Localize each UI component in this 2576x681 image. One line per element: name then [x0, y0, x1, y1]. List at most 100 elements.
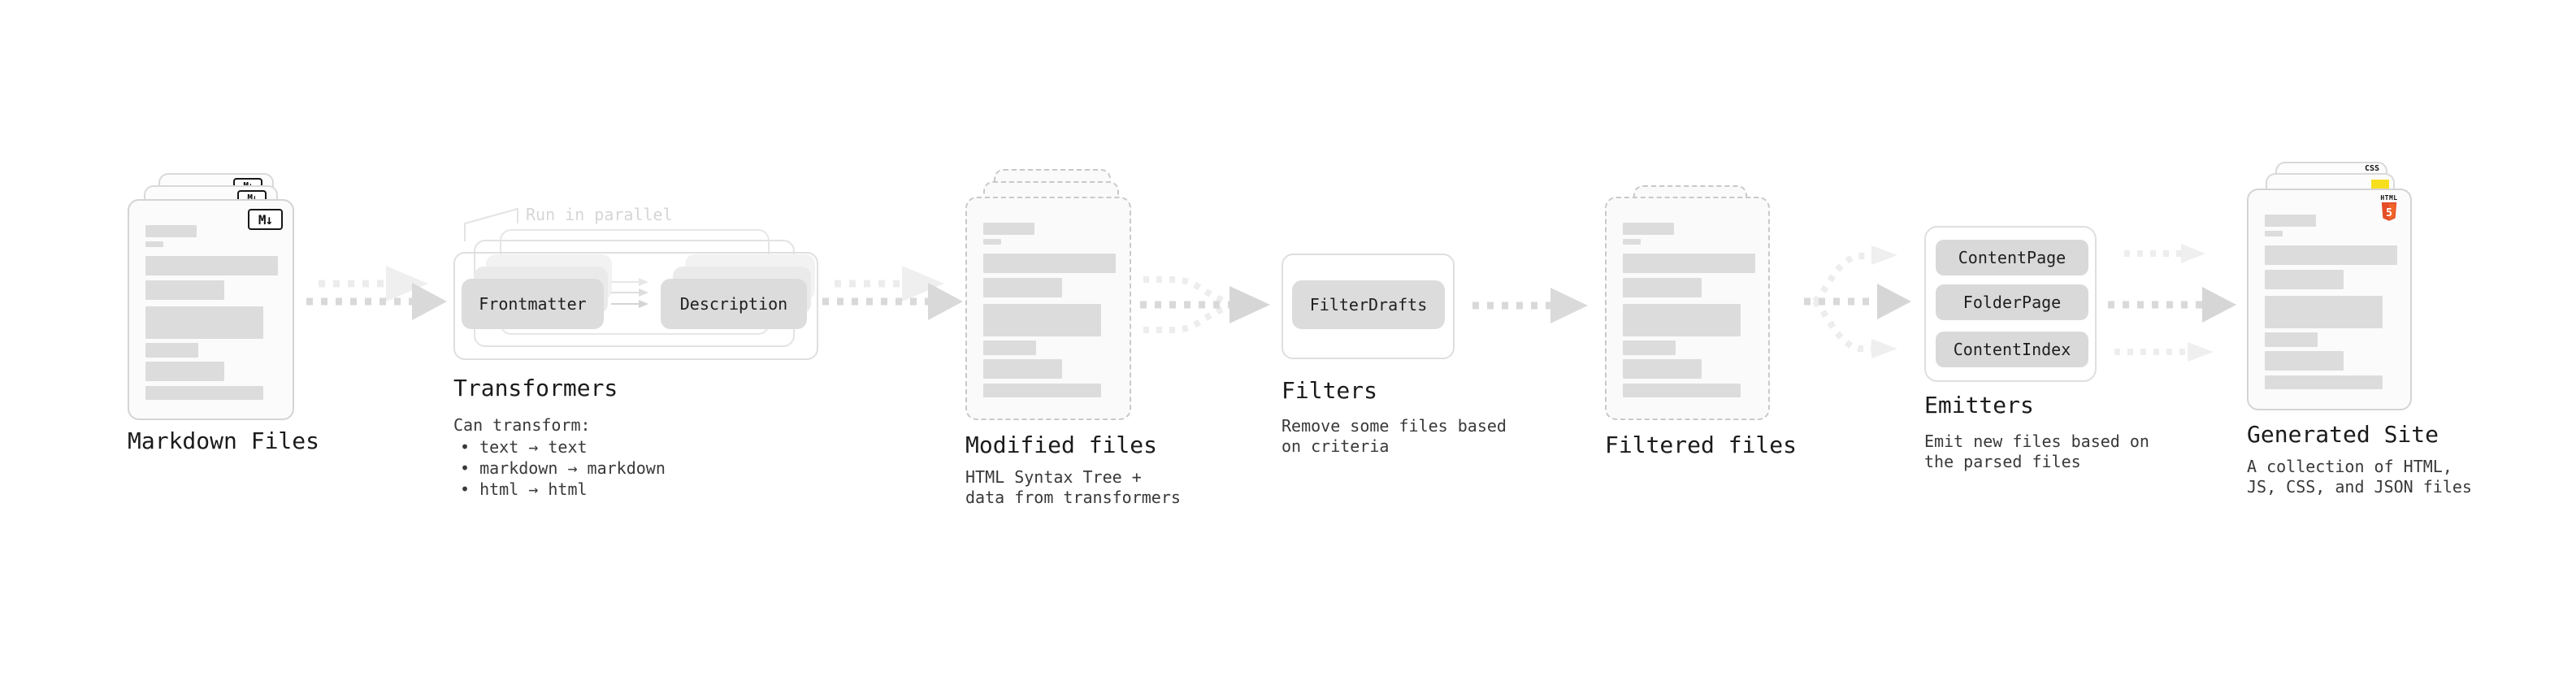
skeleton-bar	[2265, 351, 2344, 371]
arrow-filters-to-filtered	[1472, 288, 1588, 323]
arrowhead	[1550, 288, 1588, 323]
javascript-icon	[2371, 180, 2389, 190]
skeleton-bar	[1623, 223, 1674, 235]
skeleton-bar	[145, 386, 263, 400]
skeleton-bar	[145, 362, 224, 381]
generated-site-desc: A collection of HTML, JS, CSS, and JSON …	[2247, 457, 2472, 497]
arrowhead	[1229, 286, 1270, 323]
skeleton-bar	[1623, 239, 1641, 245]
filters-label: Filters	[1281, 377, 1378, 404]
skeleton-bar	[145, 225, 197, 237]
contentpage-chip: ContentPage	[1936, 240, 2088, 275]
folderpage-chip: FolderPage	[1936, 284, 2088, 320]
modified-files-desc: HTML Syntax Tree + data from transformer…	[965, 467, 1181, 508]
transformers-label: Transformers	[453, 375, 618, 401]
skeleton-bar	[2265, 296, 2383, 328]
skeleton-bar	[1623, 340, 1676, 355]
contentindex-chip: ContentIndex	[1936, 332, 2088, 367]
dashed-arrow-light	[835, 266, 944, 301]
bullet-item: • text → text	[460, 437, 588, 457]
skeleton-bar	[2265, 231, 2283, 236]
bullet-item: • markdown → markdown	[460, 458, 666, 478]
thin-arrow-icon	[611, 278, 648, 286]
frontmatter-chip: Frontmatter	[462, 279, 604, 329]
skeleton-bar	[983, 304, 1101, 336]
dashed-arrow-dark	[2108, 287, 2236, 323]
document-skeleton	[145, 225, 281, 400]
bullet-item: • html → html	[460, 479, 588, 499]
desc-line: HTML Syntax Tree +	[965, 467, 1142, 487]
skeleton-bar	[983, 278, 1062, 297]
filterdrafts-chip: FilterDrafts	[1292, 280, 1445, 329]
markdown-file-card: M↓	[128, 199, 294, 420]
skeleton-bar	[983, 359, 1062, 379]
emitters-desc: Emit new files based on the parsed files	[1924, 432, 2149, 472]
skeleton-bar	[2265, 270, 2344, 289]
skeleton-bar	[983, 223, 1034, 235]
html5-icon: HTML 5	[2380, 194, 2398, 221]
modified-files-label: Modified files	[965, 432, 1158, 458]
arrowhead	[1877, 284, 1911, 319]
run-in-parallel-note: Run in parallel	[526, 205, 673, 224]
skeleton-bar	[983, 384, 1101, 397]
skeleton-bar	[983, 254, 1116, 273]
markdown-files-label: Markdown Files	[128, 427, 320, 454]
generated-site-label: Generated Site	[2247, 421, 2439, 448]
skeleton-bar	[2265, 332, 2318, 347]
skeleton-bar	[2265, 245, 2397, 265]
desc-line: on criteria	[1281, 436, 1390, 456]
arrow-modified-to-filters	[1140, 276, 1270, 333]
converge-path-top	[1143, 276, 1228, 305]
skeleton-bar	[145, 241, 163, 247]
emitters-box: ContentPage FolderPage ContentIndex	[1924, 226, 2097, 382]
markdown-icon: M↓	[248, 209, 283, 230]
svg-text:5: 5	[2386, 207, 2392, 219]
skeleton-bar	[145, 256, 278, 275]
arrowhead-light	[1871, 245, 1897, 265]
skeleton-bar	[1623, 304, 1741, 336]
desc-line: the parsed files	[1924, 452, 2081, 471]
skeleton-bar	[2265, 375, 2383, 389]
thin-arrow-icon	[611, 300, 648, 308]
skeleton-bar	[1623, 359, 1702, 379]
description-chip: Description	[661, 279, 807, 329]
skeleton-bar	[983, 340, 1036, 355]
arrow-markdown-to-transformers	[306, 266, 447, 320]
filtered-file-card	[1605, 197, 1770, 420]
skeleton-bar	[1623, 254, 1755, 273]
emitters-label: Emitters	[1924, 392, 2034, 419]
arrowhead-light	[1871, 339, 1897, 358]
skeleton-bar	[145, 343, 198, 358]
fan-path-top	[1812, 253, 1869, 304]
transformer-outline-front	[453, 252, 818, 360]
filters-desc: Remove some files based on criteria	[1281, 416, 1507, 457]
thin-arrow-icon	[611, 288, 648, 297]
modified-file-card	[965, 197, 1131, 420]
dashed-arrow-dark	[306, 283, 447, 320]
dashed-arrow-light	[2124, 244, 2205, 263]
skeleton-bar	[983, 239, 1001, 245]
skeleton-bar	[1623, 384, 1741, 397]
dashed-arrow-light	[319, 266, 428, 301]
arrow-transformers-to-modified	[822, 266, 963, 320]
arrow-filtered-to-emitters	[1804, 245, 1911, 358]
dashed-arrow-dark	[822, 283, 963, 320]
desc-line: data from transformers	[965, 488, 1181, 507]
desc-line: Remove some files based	[1281, 416, 1507, 436]
document-skeleton	[2265, 215, 2399, 389]
document-skeleton	[1623, 223, 1757, 397]
skeleton-bar	[145, 306, 263, 339]
note-leader-line	[464, 207, 518, 241]
skeleton-bar	[2265, 215, 2316, 227]
desc-line: A collection of HTML,	[2247, 457, 2452, 476]
skeleton-bar	[1623, 278, 1702, 297]
skeleton-bar	[145, 280, 224, 300]
converge-path-bottom	[1143, 305, 1228, 333]
parallel-flow-arrows	[611, 278, 648, 308]
desc-line: Emit new files based on	[1924, 432, 2149, 451]
filtered-files-label: Filtered files	[1605, 432, 1798, 458]
fan-path-bottom	[1812, 299, 1871, 352]
desc-line: JS, CSS, and JSON files	[2247, 477, 2472, 497]
transformers-desc-title: Can transform:	[453, 415, 591, 435]
